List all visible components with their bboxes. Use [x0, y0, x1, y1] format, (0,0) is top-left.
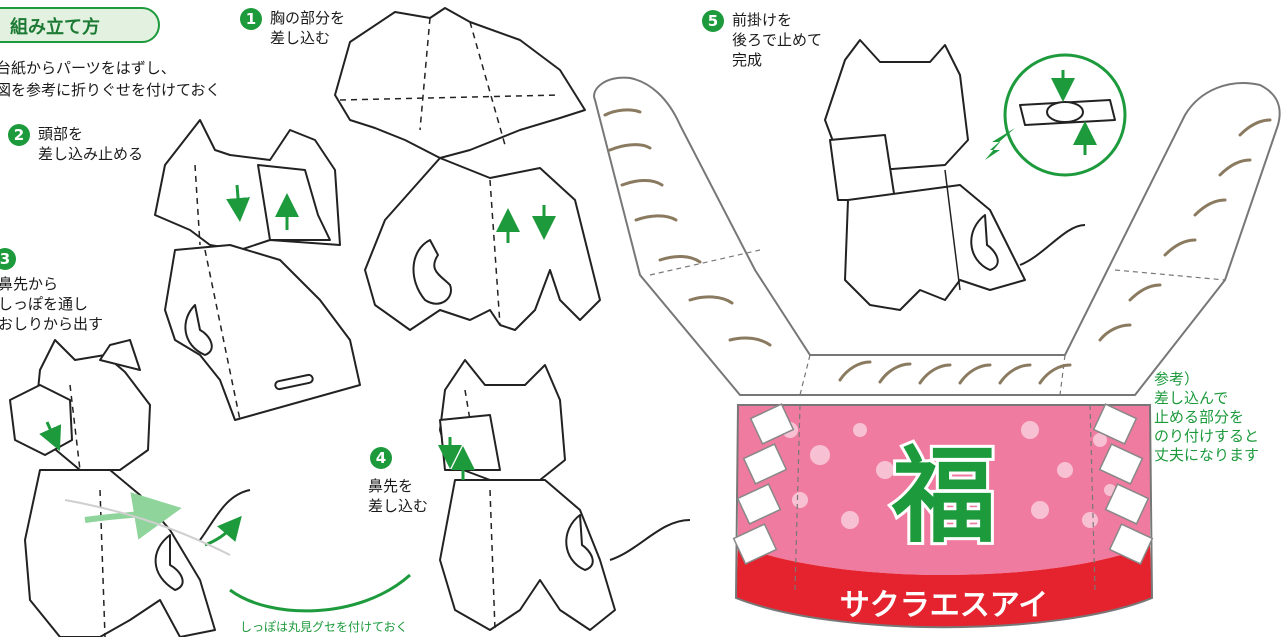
- apron-brand: サクラエスアイ: [840, 588, 1049, 623]
- step-3-text: 鼻先から しっぽを通し おしりから出す: [0, 275, 104, 333]
- page-title: 組み立て方: [10, 17, 100, 38]
- intro-line-2: 図を参考に折りぐせを付けておく: [0, 81, 221, 99]
- intro-line-1: 台紙からパーツをはずし、: [0, 59, 176, 77]
- tail-note: しっぽは丸見グセを付けておく: [240, 620, 408, 634]
- tail-curve-line: [229, 573, 412, 613]
- step-2-number: 2: [8, 124, 30, 146]
- arrow-down-icon: [39, 421, 62, 451]
- title-badge: [0, 7, 160, 43]
- step-5-cat: [824, 39, 1086, 311]
- step-1-text: 胸の部分を 差し込む: [270, 9, 346, 47]
- reference-note: 参考） 差し込んで 止める部分を のり付けすると 丈夫になります: [1154, 370, 1260, 464]
- step-5-text: 前掛けを 後ろで止めて 完成: [732, 11, 823, 69]
- step-2-head-part: [154, 119, 361, 421]
- tail-band: [593, 76, 1281, 396]
- step-3-cat: [9, 339, 251, 637]
- step-3-number: 3: [0, 248, 16, 270]
- step-4-number: 4: [370, 447, 392, 469]
- detail-callout: [985, 53, 1127, 177]
- step-4-cat: [439, 359, 691, 631]
- apron-kanji: 福: [891, 435, 996, 557]
- step-1-chest-part: [334, 7, 601, 331]
- step-2-text: 頭部を 差し込み止める: [38, 125, 144, 163]
- step-4-text: 鼻先を 差し込む: [368, 477, 429, 515]
- arrow-down-icon: [226, 184, 251, 222]
- step-5-number: 5: [702, 10, 724, 32]
- step-1-number: 1: [240, 8, 262, 30]
- callout-arrow-icon: [985, 128, 1015, 160]
- apron: 福 サクラエスアイ: [732, 403, 1154, 629]
